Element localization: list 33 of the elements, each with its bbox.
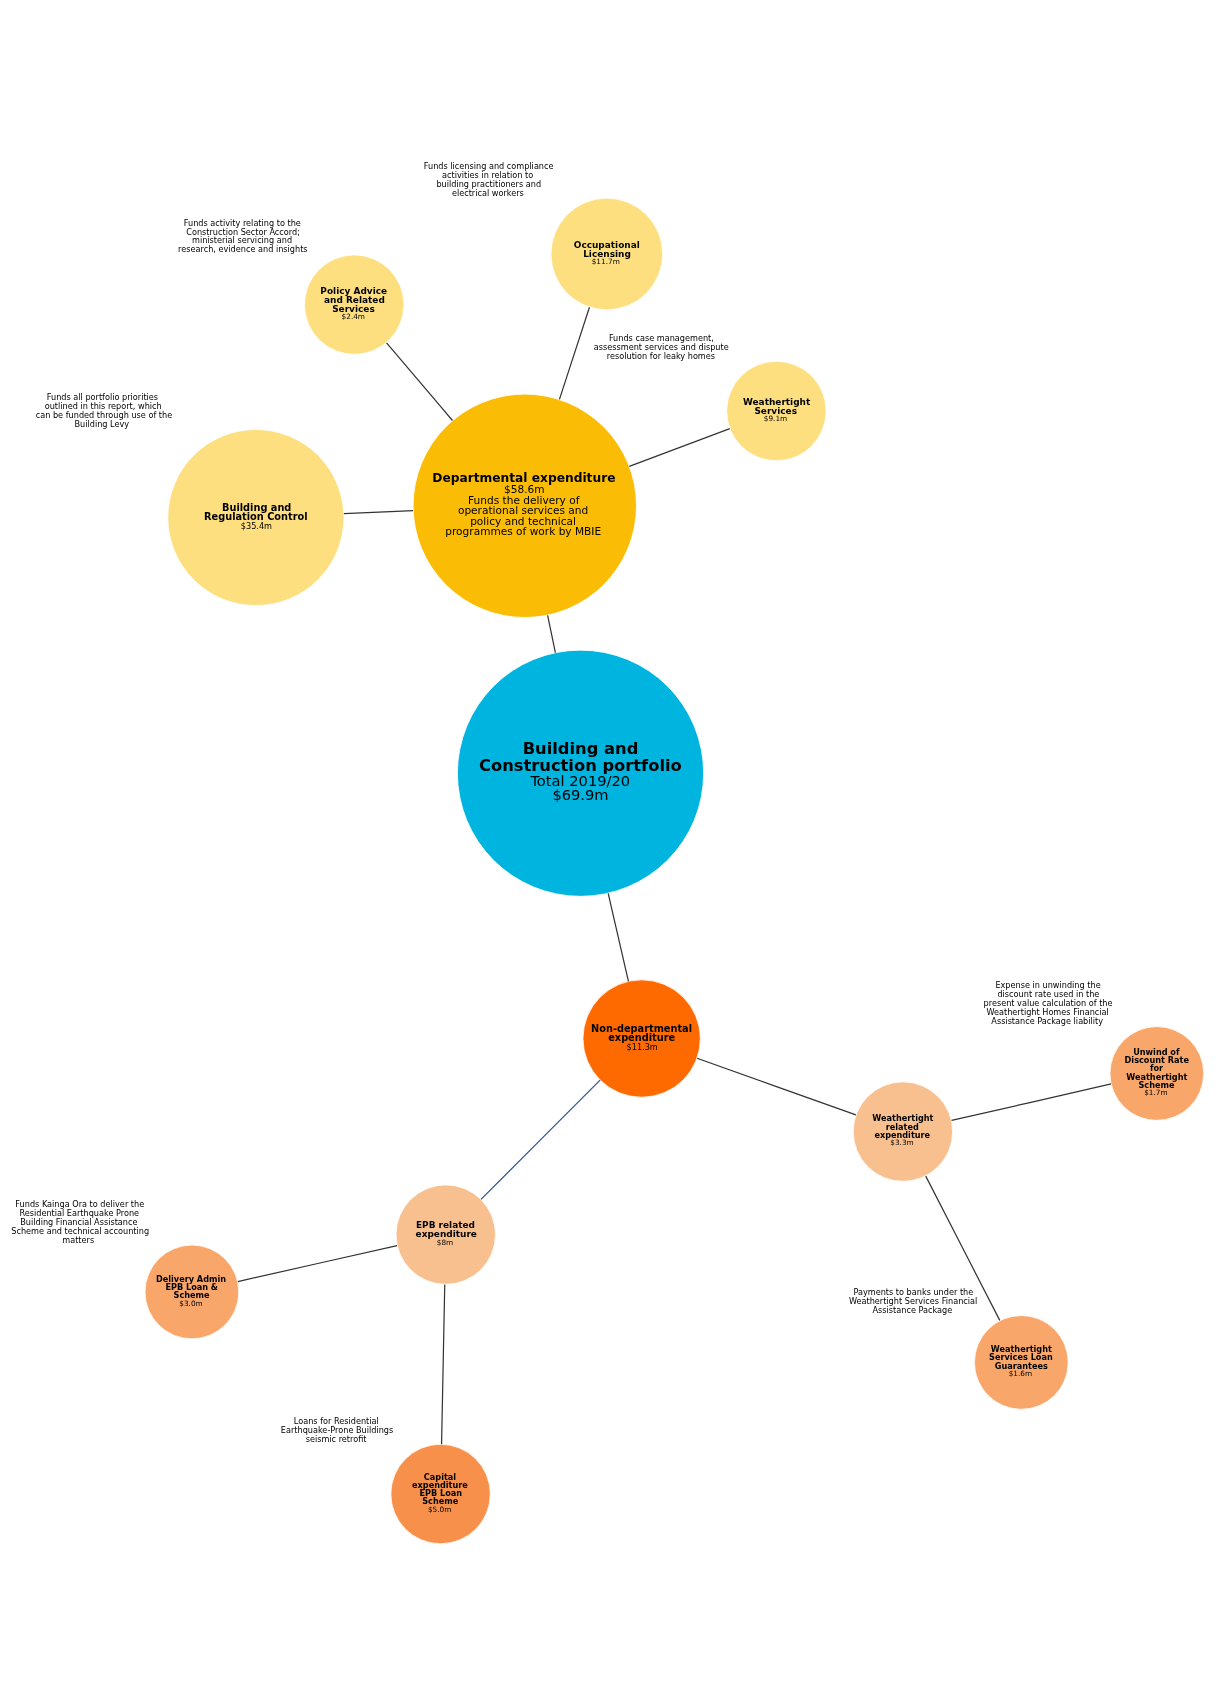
node-circle: Weathertight Services Loan Guarantees $1.6m xyxy=(974,1315,1069,1410)
node-circle: Non-departmental expenditure $11.3m xyxy=(582,979,701,1098)
node-label: Expense in unwinding the discount rate used in the present value calculation of the Weathertight Homes Financial Assistance Package liability xyxy=(983,980,1113,1027)
node-circle: Delivery Admin EPB Loan & Scheme $3.0m xyxy=(144,1244,240,1340)
node-label: Funds case management, assessment services and dispute resolution for leaky homes xyxy=(593,332,729,361)
node-circle: Building and Regulation Control $35.4m xyxy=(167,429,345,606)
node-circle: Building and Construction portfolio Total 2019/20 $69.9m xyxy=(457,649,705,897)
connector xyxy=(440,1284,446,1445)
connector xyxy=(558,306,591,400)
connector xyxy=(696,1057,857,1116)
node-label: Funds Kainga Ora to deliver the Residential Earthquake Prone Building Financial Assistance Scheme and technical accounting matters xyxy=(11,1198,150,1245)
node-circle: Unwind of Discount Rate for Weathertight Scheme $1.7m xyxy=(1109,1026,1205,1121)
node-label: Loans for Residential Earthquake-Prone Buildings seismic retrofit xyxy=(280,1415,394,1444)
connector xyxy=(343,510,414,515)
node-circle: Weathertight Services $9.1m xyxy=(726,360,827,462)
node-circle: EPB related expenditure $8m xyxy=(395,1184,496,1285)
node-circle: Departmental expenditure $58.6m Funds the delivery of operational services and policy and technical programmes of work by MBIE xyxy=(412,393,637,618)
connector xyxy=(385,342,454,422)
connector xyxy=(950,1083,1112,1122)
node-label: Funds all portfolio priorities outlined in this report, which can be funded through use of the Building Levy xyxy=(35,392,173,430)
node-label: Payments to banks under the Weathertight Services Financial Assistance Package xyxy=(848,1287,978,1316)
connector xyxy=(925,1175,1001,1321)
node-label: Funds activity relating to the Construction Sector Accord; ministerial servicing and research, evidence and insights xyxy=(178,217,308,255)
connector xyxy=(547,614,556,654)
connector xyxy=(237,1245,398,1283)
node-circle: Occupational Licensing $11.7m xyxy=(550,197,664,311)
connector xyxy=(607,892,630,982)
node-circle: Capital expenditure EPB Loan Scheme $5.0m xyxy=(390,1443,491,1545)
node-circle: Weathertight related expenditure $3.3m xyxy=(852,1081,954,1182)
connector xyxy=(628,427,731,468)
node-circle: Policy Advice and Related Services $2.4m xyxy=(304,254,405,355)
node-label: Funds licensing and compliance activities in relation to building practitioners and electrical workers xyxy=(423,160,554,198)
connector xyxy=(480,1079,601,1200)
